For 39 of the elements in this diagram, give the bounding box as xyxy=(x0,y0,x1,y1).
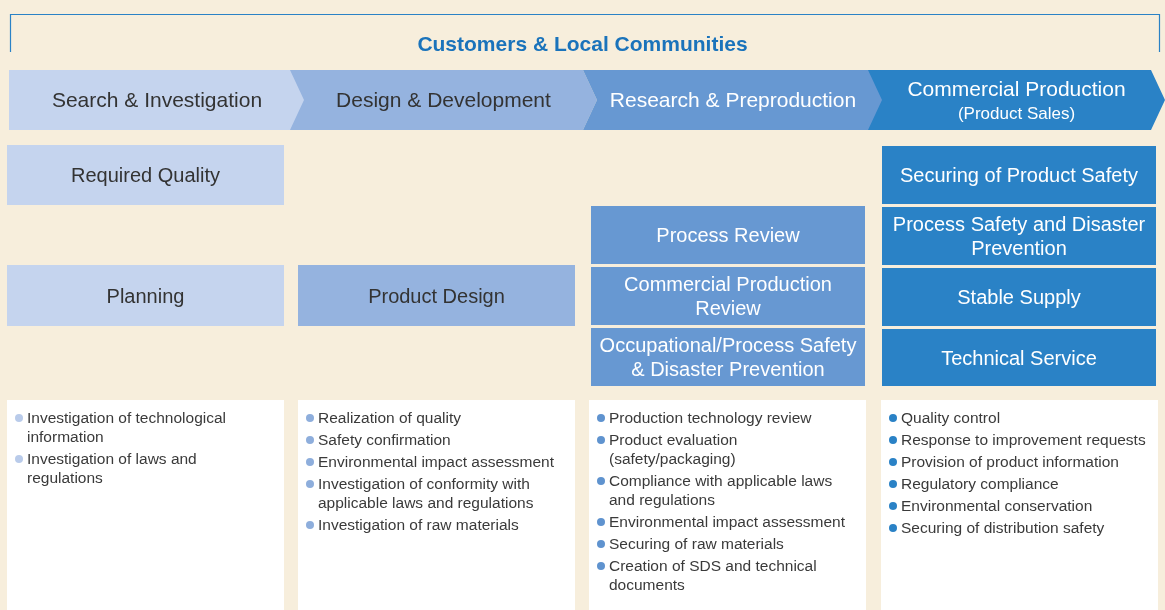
task-list-panel xyxy=(298,400,575,610)
stage-label: Research & Preproduction xyxy=(609,86,857,113)
task-item: Safety confirmation xyxy=(318,430,451,449)
task-item: Securing of raw materials xyxy=(609,534,784,553)
activity-box: Process Review xyxy=(591,206,865,264)
task-item: Realization of quality xyxy=(318,408,462,427)
activity-box: Process Safety and Disaster Prevention xyxy=(882,207,1156,265)
task-item: Environmental conservation xyxy=(901,496,1093,515)
stage-label: Commercial Production xyxy=(907,76,1126,103)
task-item: Environmental impact assessment xyxy=(609,512,846,531)
task-item: Securing of distribution safety xyxy=(901,518,1105,537)
task-list-panel xyxy=(589,400,866,610)
task-item: Provision of product information xyxy=(901,452,1119,471)
task-item: Investigation of technological information xyxy=(27,408,228,446)
activity-box: Commercial Production Review xyxy=(591,267,865,325)
activity-box: Technical Service xyxy=(882,329,1156,386)
task-item: Investigation of conformity with applicable laws and regulations xyxy=(318,474,535,512)
task-list-panel xyxy=(881,400,1158,610)
task-item: Product evaluation (safety/packaging) xyxy=(609,430,739,468)
task-item: Investigation of laws and regulations xyxy=(27,449,198,487)
activity-box: Required Quality xyxy=(7,145,284,205)
activity-box: Product Design xyxy=(298,265,575,326)
task-item: Environmental impact assessment xyxy=(318,452,555,471)
stage-label: Search & Investigation xyxy=(51,86,263,113)
task-item: Creation of SDS and technical documents xyxy=(609,556,818,594)
task-item: Regulatory compliance xyxy=(901,474,1059,493)
diagram-title: Customers & Local Communities xyxy=(417,31,748,57)
activity-box: Stable Supply xyxy=(882,268,1156,326)
task-item: Investigation of raw materials xyxy=(318,515,519,534)
task-item: Production technology review xyxy=(609,408,812,427)
activity-box: Planning xyxy=(7,265,284,326)
task-item: Quality control xyxy=(901,408,1001,427)
task-item: Compliance with applicable laws and regulations xyxy=(609,471,834,509)
task-item: Response to improvement requests xyxy=(901,430,1146,449)
stage-label: (Product Sales) xyxy=(957,102,1076,124)
task-list-panel xyxy=(7,400,284,610)
activity-box: Securing of Product Safety xyxy=(882,146,1156,204)
stage-label: Design & Development xyxy=(336,86,551,113)
activity-box: Occupational/Process Safety & Disaster Prevention xyxy=(591,328,865,386)
